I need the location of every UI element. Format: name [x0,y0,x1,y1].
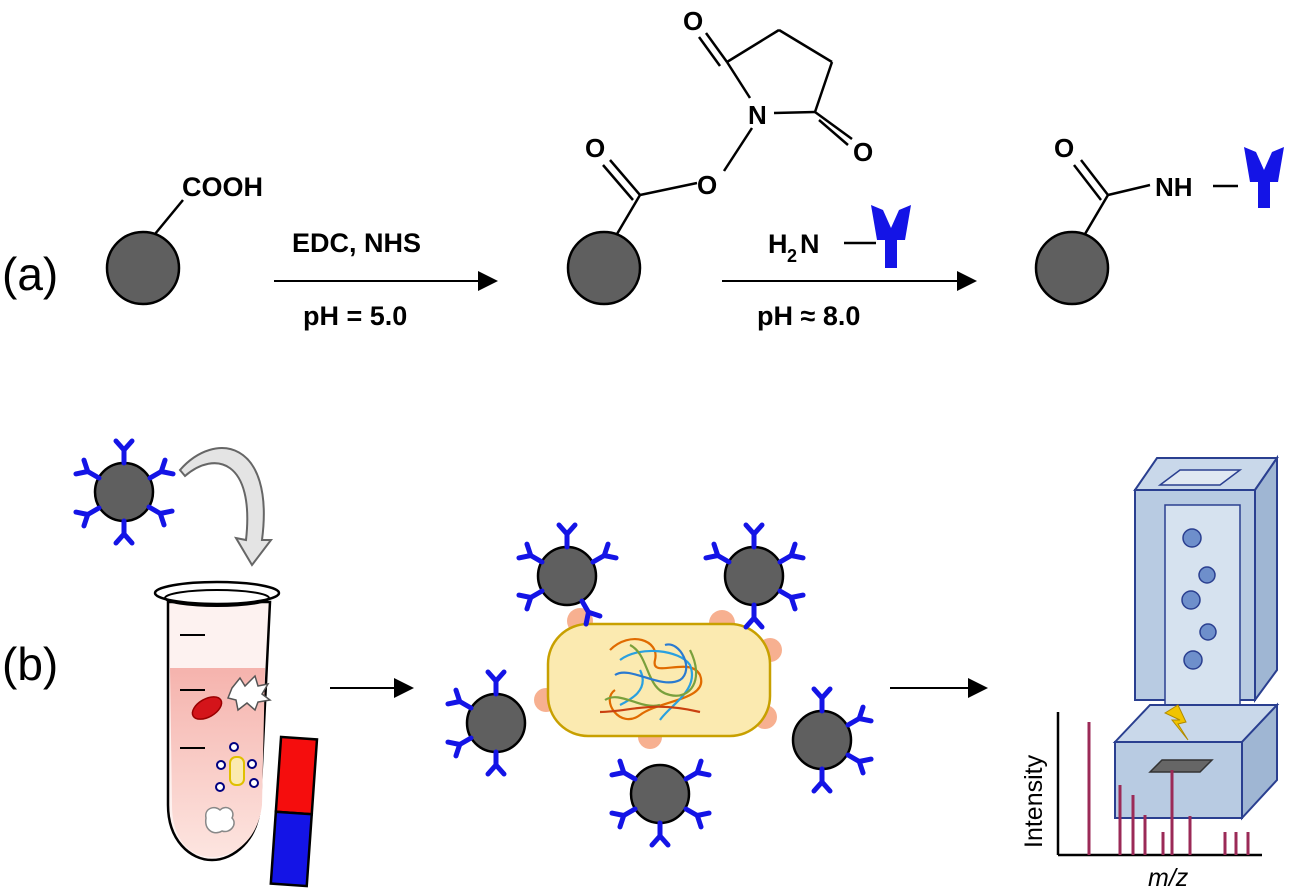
antibody-icon [1244,147,1284,208]
red-blood-cell-icon [191,696,223,720]
mass-spectrum-chart: Intensity m/z [1020,712,1262,890]
carboxyl-particle: COOH [105,172,263,306]
amine-n: N [800,229,820,259]
debris-icon [226,674,272,712]
ring-oxygen-right: O [853,137,873,167]
amide-oxygen: O [1054,133,1074,163]
succinimide-nitrogen: N [748,100,767,130]
step1-reagents: EDC, NHS [292,228,421,258]
y-axis-label: Intensity [1020,754,1048,848]
magnet-icon [269,735,319,888]
dna-icon [599,638,703,721]
cell-debris-icon [205,806,235,834]
immunomagnetic-bead [76,441,173,543]
antibody-icon [871,205,911,268]
step1-ph: pH = 5.0 [303,301,407,331]
cooh-label: COOH [182,172,263,202]
reaction-arrow-2: H 2 N pH ≈ 8.0 [722,205,977,331]
nhs-ester-particle: O O N O O [566,6,873,306]
reaction-arrow-1: EDC, NHS pH = 5.0 [274,228,498,331]
panel-b-label: (b) [2,638,58,690]
curved-arrow-icon [178,447,274,567]
bacterium-icon [546,622,772,738]
x-axis-label: m/z [1148,864,1189,890]
sample-tube [153,580,281,862]
amine-h: H [768,229,788,259]
bacterium-icon [229,756,245,786]
amide-nh: NH [1155,172,1193,202]
captured-bacterium-complex [448,525,871,845]
step2-ph: pH ≈ 8.0 [757,301,860,331]
mass-spectrometer-icon [1112,454,1280,821]
carbonyl-oxygen: O [585,133,605,163]
amine-sub: 2 [787,246,797,266]
panel-a-label: (a) [2,248,58,300]
antibody-conjugated-particle: O NH [1034,133,1284,306]
ring-oxygen-top: O [683,6,703,36]
ester-oxygen: O [697,170,717,200]
